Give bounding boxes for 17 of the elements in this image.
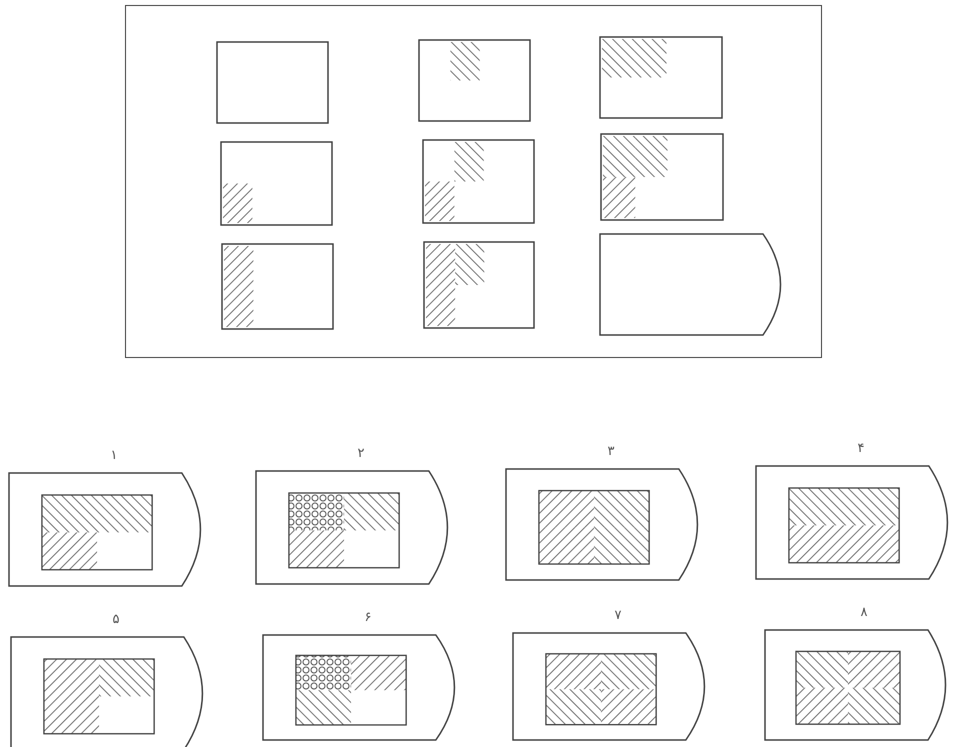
matrix-cell [221,243,334,330]
option-number: ۵ [112,612,120,627]
option-number: ۶ [364,610,372,625]
option-number: ۸ [860,605,868,620]
matrix-cell [423,241,535,329]
option-number: ۷ [614,608,622,623]
matrix-cell [599,36,723,119]
matrix-cell [600,133,724,221]
matrix-cell [422,139,535,224]
option-number: ۱ [110,448,118,463]
option-number: ۴ [858,441,864,456]
option-number: ۲ [358,446,364,461]
matrix-cell [418,39,531,122]
puzzle-frame [125,5,822,358]
option-number: ۳ [608,444,614,459]
matrix-cell [216,41,329,124]
matrix-cell [220,141,333,226]
